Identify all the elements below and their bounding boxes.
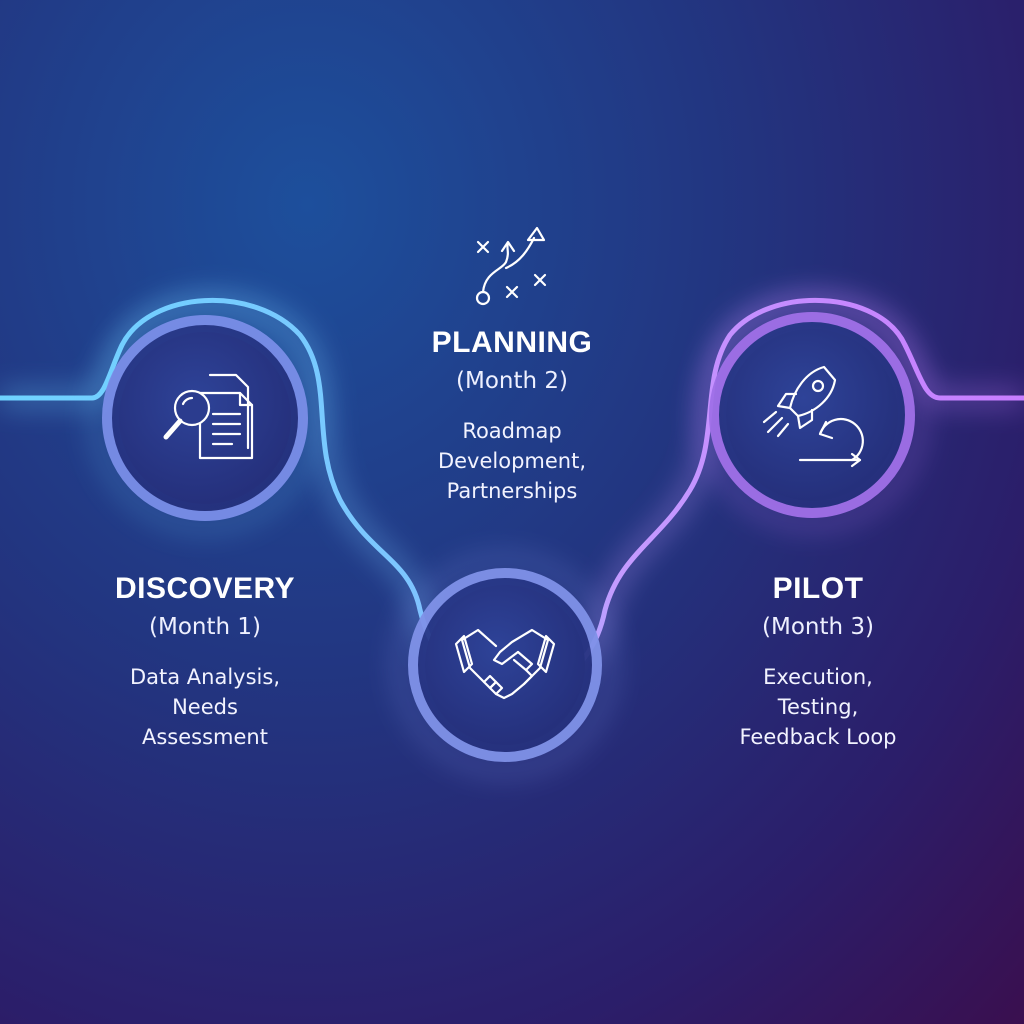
- rocket-cycle-icon: [762, 365, 864, 468]
- description-line: Roadmap: [462, 419, 562, 443]
- description-line: Assessment: [142, 725, 268, 749]
- discovery-node: [92, 305, 318, 531]
- stage-title: DISCOVERY: [114, 572, 296, 605]
- stage-month: (Month 3): [762, 614, 874, 640]
- stage-planning: PLANNING (Month 2) Roadmap Development, …: [392, 326, 632, 506]
- stage-description: Execution, Testing, Feedback Loop: [698, 662, 938, 752]
- stage-discovery: DISCOVERY (Month 1) Data Analysis, Needs…: [85, 572, 325, 752]
- stage-month: (Month 2): [456, 368, 568, 394]
- stage-month: (Month 1): [149, 614, 261, 640]
- stage-title: PILOT: [772, 572, 864, 605]
- strategy-plan-icon: [475, 226, 547, 306]
- stage-description: Roadmap Development, Partnerships: [392, 416, 632, 506]
- stage-description: Data Analysis, Needs Assessment: [85, 662, 325, 752]
- description-line: Execution,: [763, 665, 873, 689]
- description-line: Development,: [437, 449, 587, 473]
- description-line: Feedback Loop: [739, 725, 897, 749]
- description-line: Data Analysis,: [129, 665, 280, 689]
- description-line: Testing,: [777, 695, 859, 719]
- partnership-node: [395, 555, 615, 775]
- description-line: Needs: [172, 695, 238, 719]
- pilot-node: [699, 302, 925, 528]
- handshake-icon: [454, 628, 556, 700]
- stage-title: PLANNING: [431, 326, 593, 359]
- stage-pilot: PILOT (Month 3) Execution, Testing, Feed…: [698, 572, 938, 752]
- description-line: Partnerships: [446, 479, 578, 503]
- magnifier-document-icon: [163, 373, 254, 460]
